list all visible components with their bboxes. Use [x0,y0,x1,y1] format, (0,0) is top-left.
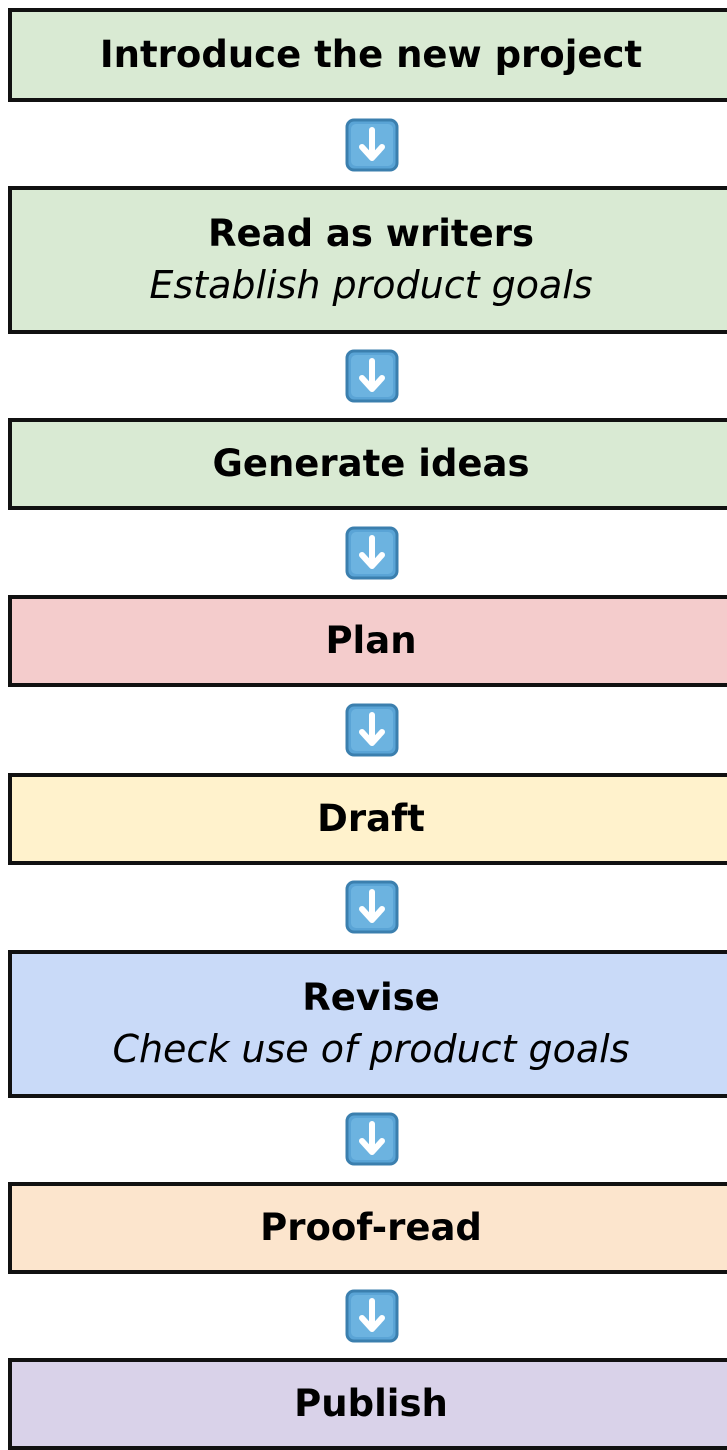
step-subtitle: Establish product goals [149,263,593,307]
step-introduce-project: Introduce the new project [8,8,727,102]
step-plan: Plan [8,595,727,687]
step-revise: Revise Check use of product goals [8,950,727,1098]
down-arrow-icon [345,1289,399,1343]
step-title: Introduce the new project [99,33,643,76]
down-arrow-icon [345,349,399,403]
down-arrow-icon [345,118,399,172]
step-title: Draft [317,797,425,840]
step-title: Revise [302,976,440,1019]
step-subtitle: Check use of product goals [112,1027,630,1071]
step-draft: Draft [8,773,727,865]
step-title: Proof-read [260,1206,482,1249]
step-read-as-writers: Read as writers Establish product goals [8,186,727,334]
down-arrow-icon [345,880,399,934]
step-title: Generate ideas [212,442,530,485]
step-generate-ideas: Generate ideas [8,418,727,510]
down-arrow-icon [345,1112,399,1166]
step-title: Publish [294,1382,448,1425]
step-proof-read: Proof-read [8,1182,727,1274]
down-arrow-icon [345,703,399,757]
step-title: Read as writers [208,212,534,255]
down-arrow-icon [345,526,399,580]
step-title: Plan [325,619,417,662]
step-publish: Publish [8,1358,727,1450]
